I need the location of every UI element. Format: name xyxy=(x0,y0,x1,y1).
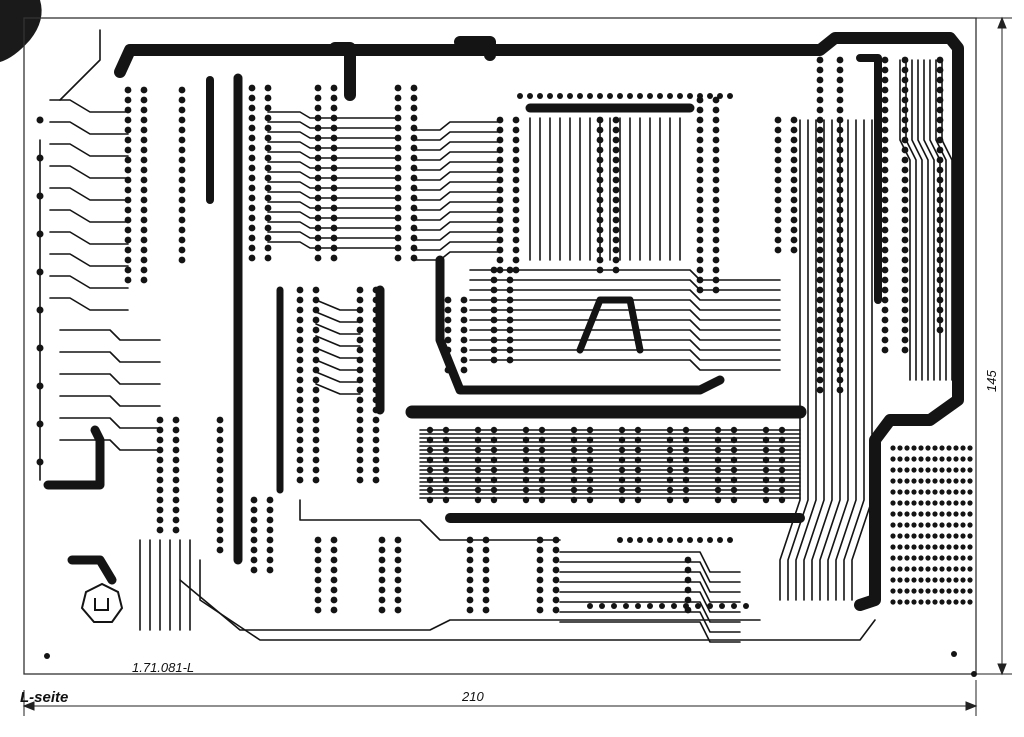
prototype-pad-grid xyxy=(890,445,973,605)
mounting-hole xyxy=(80,582,124,623)
board-outline xyxy=(23,17,977,675)
component-pads xyxy=(36,56,944,614)
width-dimension-label: 210 xyxy=(461,689,484,704)
signal-traces xyxy=(39,29,953,643)
dimension-lines xyxy=(22,16,1012,716)
scan-smudge xyxy=(0,0,42,62)
height-dimension-label: 145 xyxy=(984,370,999,392)
side-label: L-seite xyxy=(20,689,68,706)
part-number-label: 1.71.081-L xyxy=(132,660,194,675)
corner-marks xyxy=(44,651,977,677)
